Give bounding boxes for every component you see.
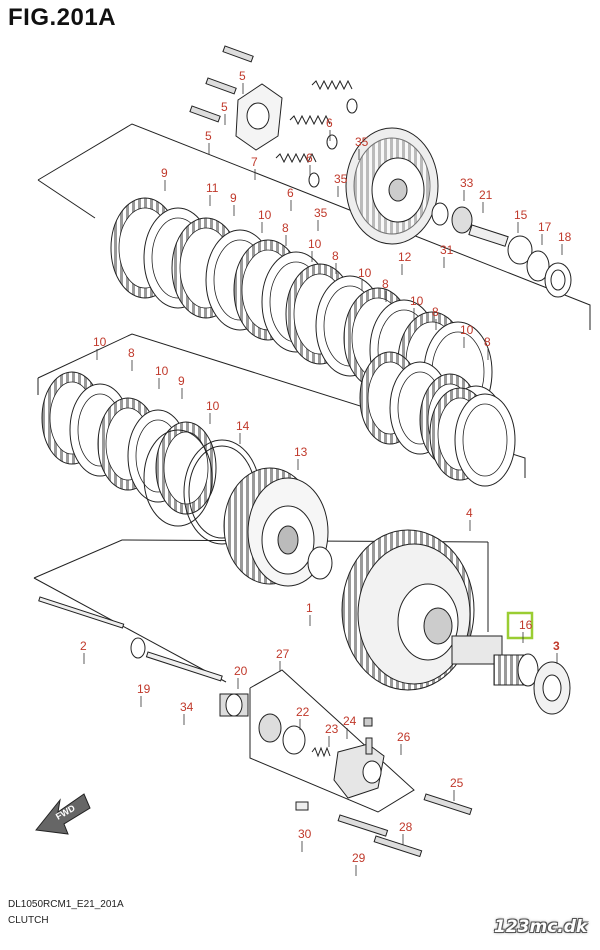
callout-layer: 5557666353535123321311517189119108108108…: [80, 69, 572, 865]
callout-8: 8: [432, 305, 439, 319]
fwd-arrow-icon: FWD: [35, 793, 91, 835]
callout-26: 26: [397, 730, 411, 744]
callout-10: 10: [155, 364, 169, 378]
callout-28: 28: [399, 820, 413, 834]
callout-8: 8: [382, 277, 389, 291]
callout-10: 10: [93, 335, 107, 349]
highlight-box: [506, 611, 534, 640]
callout-16: 16: [519, 618, 533, 632]
callout-14: 14: [236, 419, 250, 433]
callout-21: 21: [479, 188, 493, 202]
callout-8: 8: [128, 346, 135, 360]
callout-17: 17: [538, 220, 552, 234]
callout-20: 20: [234, 664, 248, 678]
push-rods-drawing: [38, 596, 223, 682]
frame-group-release: [249, 669, 415, 813]
callout-6: 6: [306, 151, 313, 165]
lifter-plate-drawing: [235, 83, 283, 151]
callout-10: 10: [308, 237, 322, 251]
callout-15: 15: [514, 208, 528, 222]
callout-30: 30: [298, 827, 312, 841]
callout-24: 24: [343, 714, 357, 728]
callout-35: 35: [334, 172, 348, 186]
thrust-washer-drawing: [533, 661, 571, 715]
figure-title: FIG.201A: [8, 4, 117, 31]
callout-25: 25: [450, 776, 464, 790]
callout-8: 8: [332, 249, 339, 263]
pressure-plate-drawing: [345, 127, 439, 245]
lower-plate-stack-drawing: [41, 371, 217, 515]
callout-6: 6: [326, 116, 333, 130]
callout-18: 18: [558, 230, 572, 244]
callout-2: 2: [80, 639, 87, 653]
bearing-27-drawing: [219, 693, 249, 717]
callout-27: 27: [276, 647, 290, 661]
callout-10: 10: [358, 266, 372, 280]
callout-22: 22: [296, 705, 310, 719]
callout-7: 7: [251, 155, 258, 169]
callout-6: 6: [287, 186, 294, 200]
callout-33: 33: [460, 176, 474, 190]
bolts-drawing: [189, 45, 254, 123]
callout-23: 23: [325, 722, 339, 736]
callout-9: 9: [230, 191, 237, 205]
release-stack-drawing: [431, 202, 572, 298]
callout-35: 35: [355, 135, 369, 149]
callout-10: 10: [206, 399, 220, 413]
callout-8: 8: [282, 221, 289, 235]
watermark: 123mc.dk: [494, 917, 588, 937]
callout-29: 29: [352, 851, 366, 865]
primary-driven-gear-drawing: [341, 529, 503, 691]
callout-11: 11: [206, 181, 219, 195]
callout-8: 8: [484, 335, 491, 349]
callout-31: 31: [440, 243, 454, 257]
callout-9: 9: [161, 166, 168, 180]
callout-10: 10: [460, 323, 474, 337]
callout-4: 4: [466, 506, 473, 520]
upper-plate-stack-drawing: [110, 197, 516, 487]
callout-34: 34: [180, 700, 194, 714]
callout-5: 5: [239, 69, 246, 83]
callout-13: 13: [294, 445, 308, 459]
model-code: DL1050RCM1_E21_201A: [8, 899, 124, 910]
callout-12: 12: [398, 250, 412, 264]
callout-5: 5: [205, 129, 212, 143]
needle-bearing-drawing: [493, 653, 539, 687]
callout-1: 1: [306, 601, 313, 615]
release-parts-drawing: [258, 713, 473, 858]
frame-group-lower: [33, 539, 489, 683]
washer-16-drawing: [307, 546, 333, 580]
callout-3: 3: [553, 639, 560, 653]
figure-subtitle: CLUTCH: [8, 915, 49, 926]
frame-group-middle: [37, 333, 526, 478]
callout-5: 5: [221, 100, 228, 114]
callout-10: 10: [258, 208, 272, 222]
callout-35: 35: [314, 206, 328, 220]
callout-19: 19: [137, 682, 151, 696]
callout-10: 10: [410, 294, 424, 308]
callout-9: 9: [178, 374, 185, 388]
springs-drawing: [275, 79, 358, 188]
